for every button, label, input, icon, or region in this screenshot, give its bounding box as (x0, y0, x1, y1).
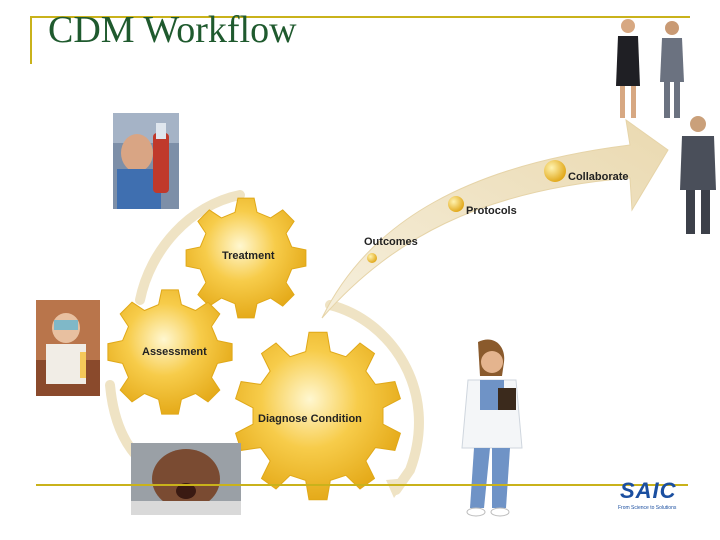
gear-label-assessment: Assessment (142, 346, 207, 358)
photo-businessman (676, 112, 720, 236)
milestone-ball-outcomes (367, 253, 377, 263)
logo-wordmark: SAIC (620, 478, 677, 504)
cycle-arrowhead (386, 478, 408, 498)
growth-arrow (322, 120, 668, 318)
logo-tagline: From Science to Solutions (618, 505, 676, 511)
photo-crying-baby (131, 443, 241, 515)
milestone-ball-protocols (448, 196, 464, 212)
gear-label-treatment: Treatment (222, 250, 275, 262)
bottom-rule (36, 484, 688, 486)
milestone-label-protocols: Protocols (466, 205, 517, 217)
milestone-label-collaborate: Collaborate (568, 171, 629, 183)
milestone-label-outcomes: Outcomes (364, 236, 418, 248)
saic-logo: SAIC From Science to Solutions (612, 478, 692, 514)
photo-two-businesswomen (608, 16, 690, 122)
gear-label-diagnose: Diagnose Condition (258, 413, 362, 425)
photo-lab-worker (36, 300, 100, 396)
photo-clinician-with-device (113, 113, 179, 209)
photo-nurse (454, 336, 528, 518)
milestone-ball-collaborate (544, 160, 566, 182)
